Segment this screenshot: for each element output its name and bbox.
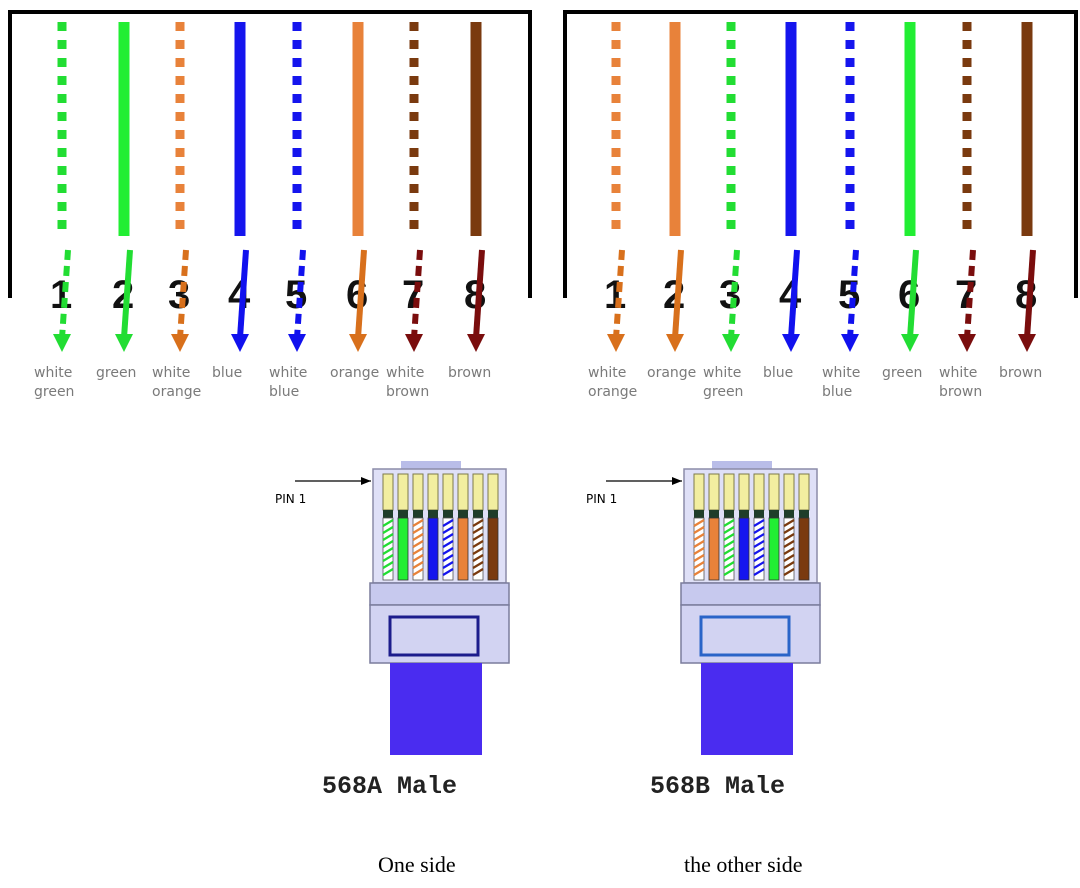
wire-label-6-line1: orange <box>330 365 379 381</box>
arrow-white-orange <box>171 249 189 352</box>
arrow-white-green <box>53 249 71 352</box>
contact-pin-7 <box>472 473 484 511</box>
wire-label-7-line2: brown <box>939 384 982 400</box>
plug-wire-brown <box>487 517 499 581</box>
pin-number-1: 1 <box>50 273 72 317</box>
arrow-blue <box>231 249 249 352</box>
pinout-diagram-568a: 1whitegreen2green3whiteorange4blue5white… <box>8 10 532 400</box>
arrow-orange <box>349 249 367 352</box>
arrow-white-blue <box>288 249 306 352</box>
plug-latch-window <box>388 615 480 657</box>
arrow-brown <box>1018 249 1036 352</box>
plug-latch-top <box>401 461 461 470</box>
plug-body <box>372 468 507 584</box>
arrow-white-brown <box>958 249 976 352</box>
wire-label-5-line1: white <box>269 365 307 381</box>
contact-pin-1 <box>382 473 394 511</box>
arrow-green <box>115 249 133 352</box>
plug-latch-window <box>699 615 791 657</box>
wire-label-8-line1: brown <box>999 365 1042 381</box>
contact-pin-1 <box>693 473 705 511</box>
contact-pin-6 <box>768 473 780 511</box>
plug-wire-green <box>768 517 780 581</box>
wire-label-2-line1: green <box>96 365 136 381</box>
contact-pin-8 <box>798 473 810 511</box>
contact-pin-4 <box>738 473 750 511</box>
contact-pin-3 <box>723 473 735 511</box>
wire-label-5-line2: blue <box>822 384 852 400</box>
plug-title: 568B Male <box>650 772 785 801</box>
arrow-orange <box>666 249 684 352</box>
plug-wire-brown <box>798 517 810 581</box>
pin-number-3: 3 <box>719 273 741 317</box>
wire-label-8-line1: brown <box>448 365 491 381</box>
contact-pin-8 <box>487 473 499 511</box>
wire-label-7-line1: white <box>939 365 977 381</box>
wire-label-6-line1: green <box>882 365 922 381</box>
contact-pin-2 <box>708 473 720 511</box>
wire-label-5-line2: blue <box>269 384 299 400</box>
contact-pin-4 <box>427 473 439 511</box>
plug-568b-male: PIN 1 568B Male <box>586 461 821 801</box>
pin-number-7: 7 <box>955 273 977 317</box>
wire-label-3-line2: green <box>703 384 743 400</box>
plug-wire-blue <box>427 517 439 581</box>
arrow-white-brown <box>405 249 423 352</box>
caption-other-side: the other side <box>684 852 803 877</box>
contact-pin-5 <box>753 473 765 511</box>
arrow-white-orange <box>607 249 625 352</box>
wire-label-1-line2: orange <box>588 384 637 400</box>
plug-wire-blue <box>738 517 750 581</box>
contact-pin-6 <box>457 473 469 511</box>
arrow-white-green <box>722 249 740 352</box>
arrow-brown <box>467 249 485 352</box>
wire-label-2-line1: orange <box>647 365 696 381</box>
cable-jacket <box>701 663 793 755</box>
pin-number-7: 7 <box>402 273 424 317</box>
pin-number-5: 5 <box>285 273 307 317</box>
pin1-label: PIN 1 <box>586 492 617 506</box>
arrow-white-blue <box>841 249 859 352</box>
wire-label-7-line1: white <box>386 365 424 381</box>
wire-label-4-line1: blue <box>763 365 793 381</box>
contact-pin-2 <box>397 473 409 511</box>
connector-frame <box>8 10 532 298</box>
wire-label-1-line2: green <box>34 384 74 400</box>
plug-wire-orange <box>457 517 469 581</box>
contact-pin-5 <box>442 473 454 511</box>
wire-label-3-line2: orange <box>152 384 201 400</box>
pin-number-1: 1 <box>604 273 626 317</box>
pin1-label: PIN 1 <box>275 492 306 506</box>
contact-pin-7 <box>783 473 795 511</box>
wire-label-3-line1: white <box>703 365 741 381</box>
pin-number-5: 5 <box>838 273 860 317</box>
arrow-blue <box>782 249 800 352</box>
wire-label-4-line1: blue <box>212 365 242 381</box>
plug-body <box>683 468 818 584</box>
wire-label-1-line1: white <box>34 365 72 381</box>
plug-title: 568A Male <box>322 772 457 801</box>
caption-one-side: One side <box>378 852 456 877</box>
pin-number-3: 3 <box>168 273 190 317</box>
wire-label-5-line1: white <box>822 365 860 381</box>
arrow-green <box>901 249 919 352</box>
wire-label-3-line1: white <box>152 365 190 381</box>
plug-housing-band <box>369 582 510 606</box>
plug-housing-band <box>680 582 821 606</box>
pinout-diagram-568b: 1whiteorange2orange3whitegreen4blue5whit… <box>563 10 1078 400</box>
plug-wire-green <box>397 517 409 581</box>
plug-568a-male: PIN 1 568A Male <box>275 461 510 801</box>
plug-wire-orange <box>708 517 720 581</box>
contact-pin-3 <box>412 473 424 511</box>
wire-label-7-line2: brown <box>386 384 429 400</box>
connector-frame <box>563 10 1078 298</box>
wire-label-1-line1: white <box>588 365 626 381</box>
cable-jacket <box>390 663 482 755</box>
plug-latch-top <box>712 461 772 470</box>
